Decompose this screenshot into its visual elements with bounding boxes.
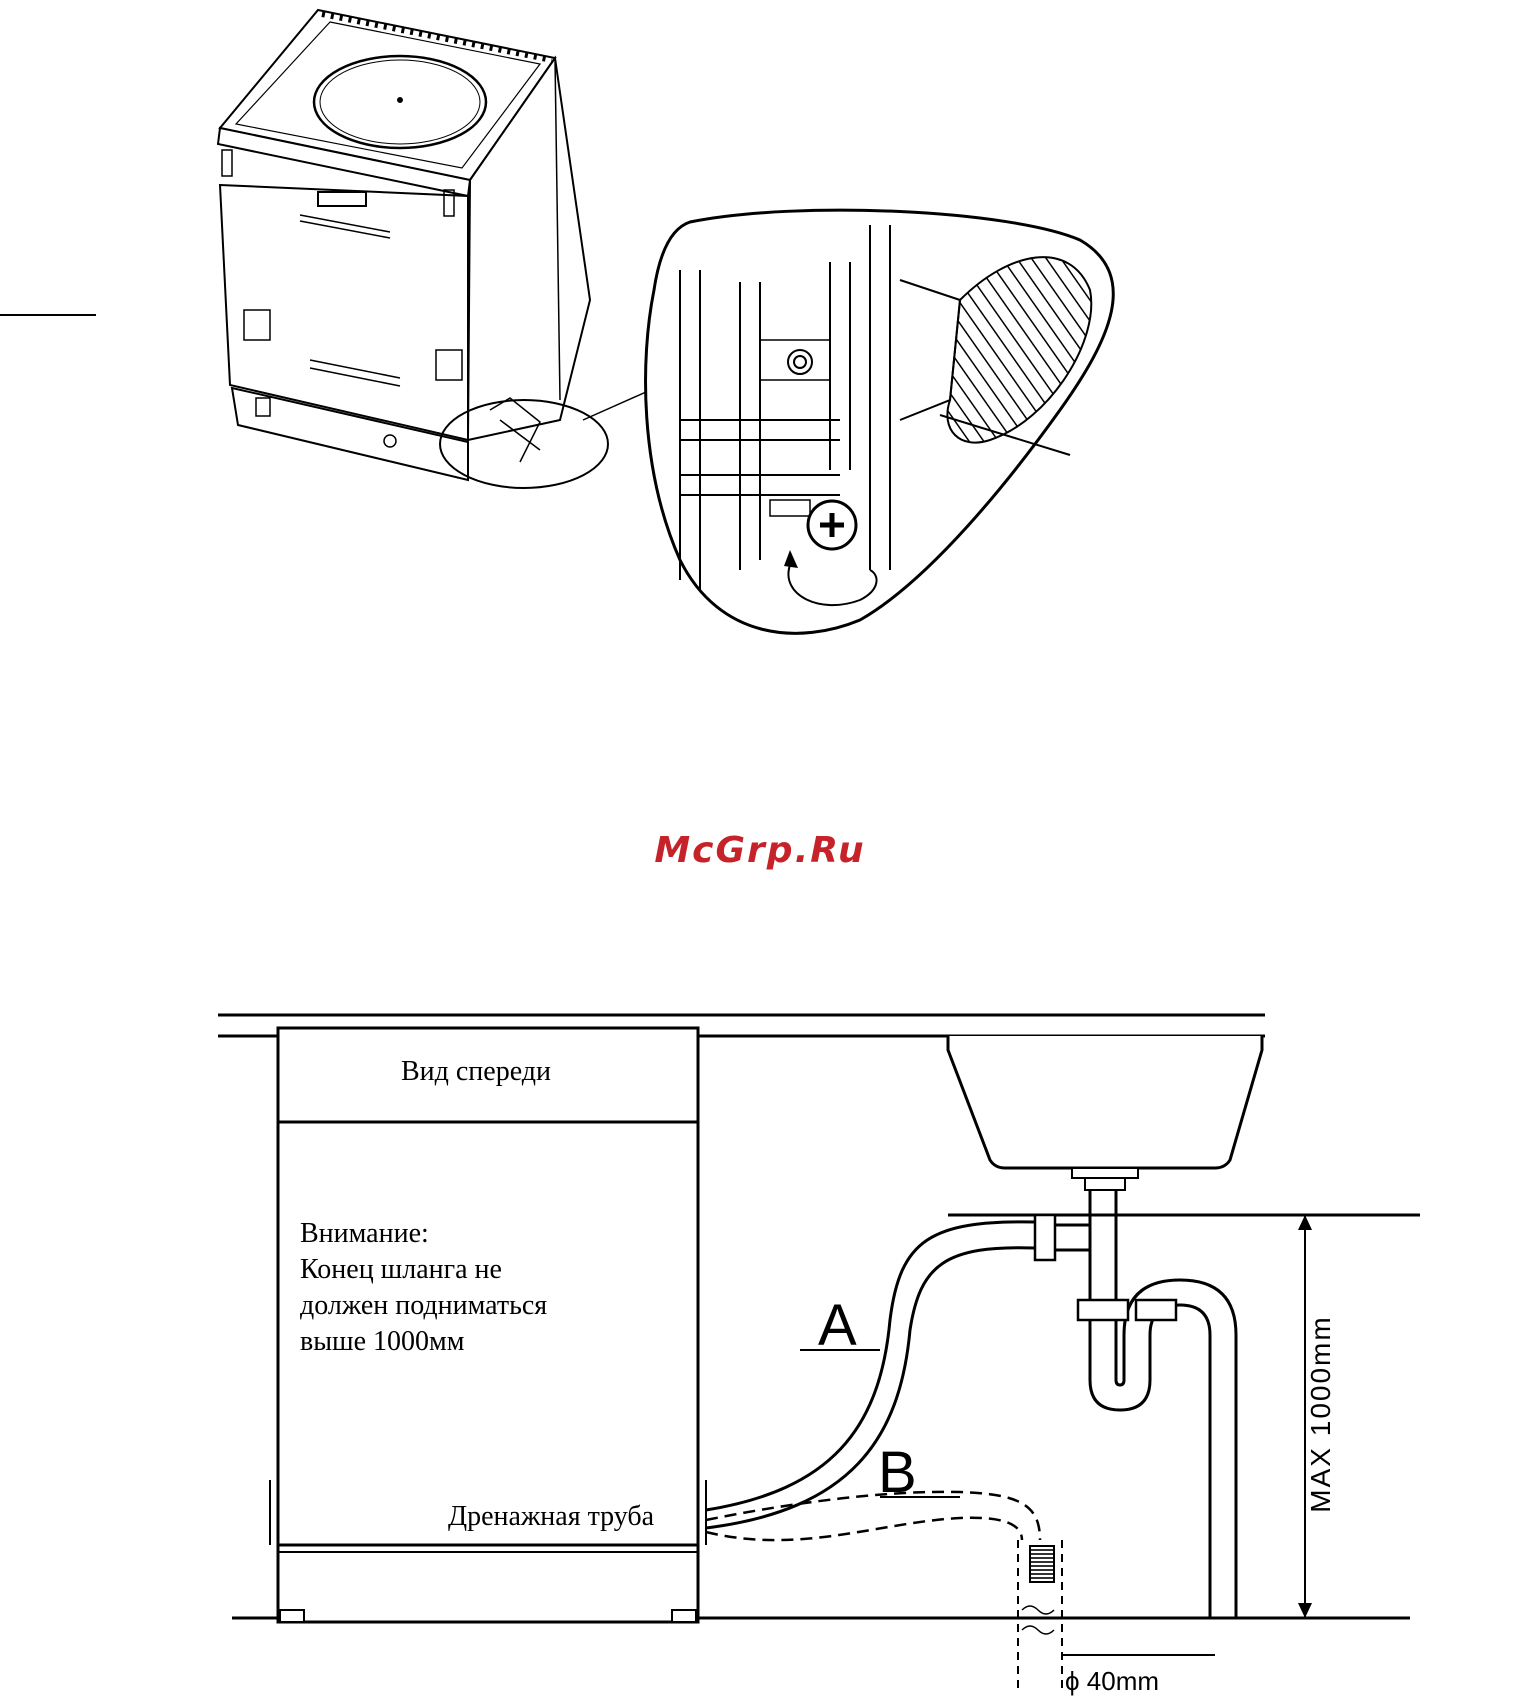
max-height-label: MAX 1000mm <box>1305 1315 1336 1512</box>
warning-line-1: Внимание: <box>300 1218 429 1249</box>
detail-callout <box>439 399 609 489</box>
warning-line-3: должен подниматься <box>300 1290 547 1321</box>
door-handle <box>317 191 367 207</box>
watermark-text: McGrp.Ru <box>654 830 865 871</box>
hose-end-grate <box>1029 1545 1055 1583</box>
dishwasher-front-view <box>276 1026 700 1624</box>
warning-line-4: выше 1000мм <box>300 1326 465 1357</box>
warning-line-2: Конец шланга не <box>300 1254 502 1285</box>
hose-b-label: B <box>878 1440 917 1505</box>
hose-a <box>705 1220 1036 1530</box>
diameter-label: ϕ 40mm <box>1065 1666 1159 1696</box>
sink-basin <box>946 1036 1264 1170</box>
hose-a-label: A <box>818 1293 857 1358</box>
front-view-title: Вид спереди <box>401 1056 551 1087</box>
coiled-hose <box>946 256 1093 444</box>
zoom-detail <box>644 208 1115 635</box>
drain-diagram <box>218 1013 1420 1690</box>
dishwasher-illustration <box>0 8 647 489</box>
hose-b <box>705 1490 1042 1542</box>
rotation-arrow <box>787 564 878 606</box>
drain-pipe-label: Дренажная труба <box>448 1501 655 1532</box>
